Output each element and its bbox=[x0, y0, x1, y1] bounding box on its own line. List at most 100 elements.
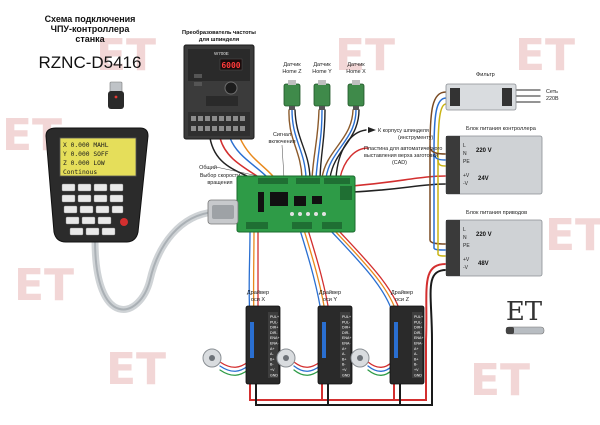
driver-pin-label: ENA+ bbox=[414, 336, 424, 340]
watermark-text: ET bbox=[335, 30, 395, 81]
driver-pin-label: DIR- bbox=[414, 331, 422, 335]
logo-text: ET bbox=[506, 297, 543, 327]
psu-input-voltage: 220 V bbox=[476, 232, 492, 238]
vfd-knob bbox=[224, 81, 238, 95]
signal-wire-y bbox=[303, 229, 327, 319]
watermark-text: ET bbox=[14, 260, 74, 311]
vfd-inverter: Преобразователь частоты для шпинделя W70… bbox=[182, 29, 256, 140]
psu-controller-label: Блок питания контроллера bbox=[466, 126, 537, 132]
driver-pin-label: PUL- bbox=[342, 320, 351, 324]
driver-pin-label: ENA- bbox=[414, 342, 423, 346]
watermark-text: ET bbox=[96, 30, 156, 81]
signal-wire-z bbox=[329, 229, 395, 319]
driver-pin-label: +V bbox=[414, 368, 419, 372]
driver-pin-label: B- bbox=[342, 363, 346, 367]
terminal-label: N bbox=[463, 151, 467, 157]
driver-label: Драйвер bbox=[319, 289, 341, 296]
driver-pin-label: GND bbox=[270, 373, 278, 377]
sensor-label: Home Z bbox=[282, 69, 302, 75]
driver-pin-label: GND bbox=[342, 373, 350, 377]
pendant-lcd bbox=[59, 137, 137, 177]
filter-label: Фильтр bbox=[476, 72, 495, 78]
driver-pin-label: ENA- bbox=[342, 342, 351, 346]
driver-pin-label: DIR+ bbox=[342, 326, 350, 330]
watermark-text: ET bbox=[106, 344, 166, 395]
sensor-home-z: Датчик Home Z bbox=[282, 62, 302, 110]
sensor-label: Home X bbox=[346, 69, 366, 75]
vfd-display-value: 6000 bbox=[221, 61, 240, 70]
driver-pin-label: B+ bbox=[342, 357, 347, 361]
driver-pin-label: ENA+ bbox=[270, 336, 280, 340]
speed-label: вращения bbox=[207, 180, 232, 186]
driver-label: оси Z bbox=[395, 297, 410, 303]
driver-pin-label: A+ bbox=[270, 347, 275, 351]
driver-pin-label: PUL+ bbox=[414, 315, 423, 319]
driver-pin-label: B+ bbox=[270, 357, 275, 361]
sensor-label: Датчик bbox=[283, 62, 301, 68]
plate-label: Пластина для автоматического bbox=[364, 146, 442, 152]
psu48-red-wire bbox=[321, 379, 427, 401]
terminal-label: -V bbox=[463, 181, 469, 187]
mains-label: 220В bbox=[546, 96, 559, 102]
ac-wire bbox=[429, 145, 447, 155]
driver-z: Драйвер оси Z PUL+PUL-DIR+DIR-ENA+ENA-A+… bbox=[389, 289, 425, 385]
driver-pin-label: DIR- bbox=[270, 331, 278, 335]
signal-wire-y bbox=[307, 229, 331, 319]
driver-pin-label: PUL+ bbox=[270, 315, 279, 319]
psu-output-voltage: 24V bbox=[478, 176, 489, 182]
vfd-label-line-2: для шпинделя bbox=[199, 37, 239, 43]
psu-drives: Блок питания приводов L N PE +V -V 220 V… bbox=[445, 210, 543, 277]
psu-drives-label: Блок питания приводов bbox=[466, 210, 527, 216]
sensor-label: Датчик bbox=[347, 62, 365, 68]
psu48-black-wire bbox=[327, 379, 433, 406]
model-name: RZNC-D5416 bbox=[39, 53, 142, 72]
psu48-red-wire bbox=[249, 263, 447, 401]
sensor-label: Home Y bbox=[312, 69, 332, 75]
spindle-case-wire bbox=[335, 129, 367, 179]
vfd-brand: W700E bbox=[214, 51, 229, 56]
driver-pin-label: GND bbox=[414, 373, 422, 377]
driver-y: Драйвер оси Y PUL+PUL-DIR+DIR-ENA+ENA-A+… bbox=[317, 289, 353, 385]
sensor-home-y: Датчик Home Y bbox=[312, 62, 332, 110]
usb-stick bbox=[108, 81, 124, 109]
signal-wire-z bbox=[333, 229, 399, 319]
sensor-label: Датчик bbox=[313, 62, 331, 68]
driver-pin-label: B- bbox=[270, 363, 274, 367]
sensor-y-wire bbox=[319, 109, 326, 179]
terminal-label: +V bbox=[463, 257, 470, 263]
ac-wire bbox=[437, 103, 447, 257]
pendant-cable-core bbox=[94, 211, 215, 311]
arrow-icon bbox=[368, 127, 376, 133]
motor-wire-y bbox=[293, 361, 321, 368]
plate-label: (CAD) bbox=[392, 160, 407, 166]
terminal-label: L bbox=[463, 227, 466, 233]
speed-label: Выбор скорости bbox=[200, 173, 240, 179]
driver-label: Драйвер bbox=[247, 289, 269, 296]
sensor-x-wire bbox=[321, 109, 354, 179]
psu-output-voltage: 48V bbox=[478, 261, 489, 267]
motor-wire-z bbox=[367, 361, 393, 368]
sensor-z-wire bbox=[291, 109, 307, 179]
driver-label: Драйвер bbox=[391, 289, 413, 296]
mains-wire bbox=[515, 89, 541, 103]
sensor-y-wire bbox=[311, 109, 320, 179]
pendant-keypad bbox=[61, 183, 124, 236]
driver-pin-label: A- bbox=[342, 352, 346, 356]
driver-pin-label: B- bbox=[414, 363, 418, 367]
terminal-label: PE bbox=[463, 243, 470, 249]
driver-pin-label: PUL+ bbox=[342, 315, 351, 319]
driver-pin-label: DIR+ bbox=[414, 326, 422, 330]
title-block: Схема подключения ЧПУ-контроллера станка… bbox=[39, 14, 142, 72]
driver-pin-label: +V bbox=[270, 368, 275, 372]
terminal-label: PE bbox=[463, 159, 470, 165]
psu48-black-wire bbox=[255, 269, 447, 406]
psu-controller: Блок питания контроллера L N PE +V -V 22… bbox=[445, 126, 543, 195]
driver-pin-label: A+ bbox=[342, 347, 347, 351]
mains-label: Сеть bbox=[546, 89, 558, 95]
psu48-black-wire bbox=[399, 379, 433, 406]
driver-pin-label: ENA- bbox=[270, 342, 279, 346]
terminal-label: L bbox=[463, 143, 466, 149]
plate-wire bbox=[339, 147, 369, 179]
